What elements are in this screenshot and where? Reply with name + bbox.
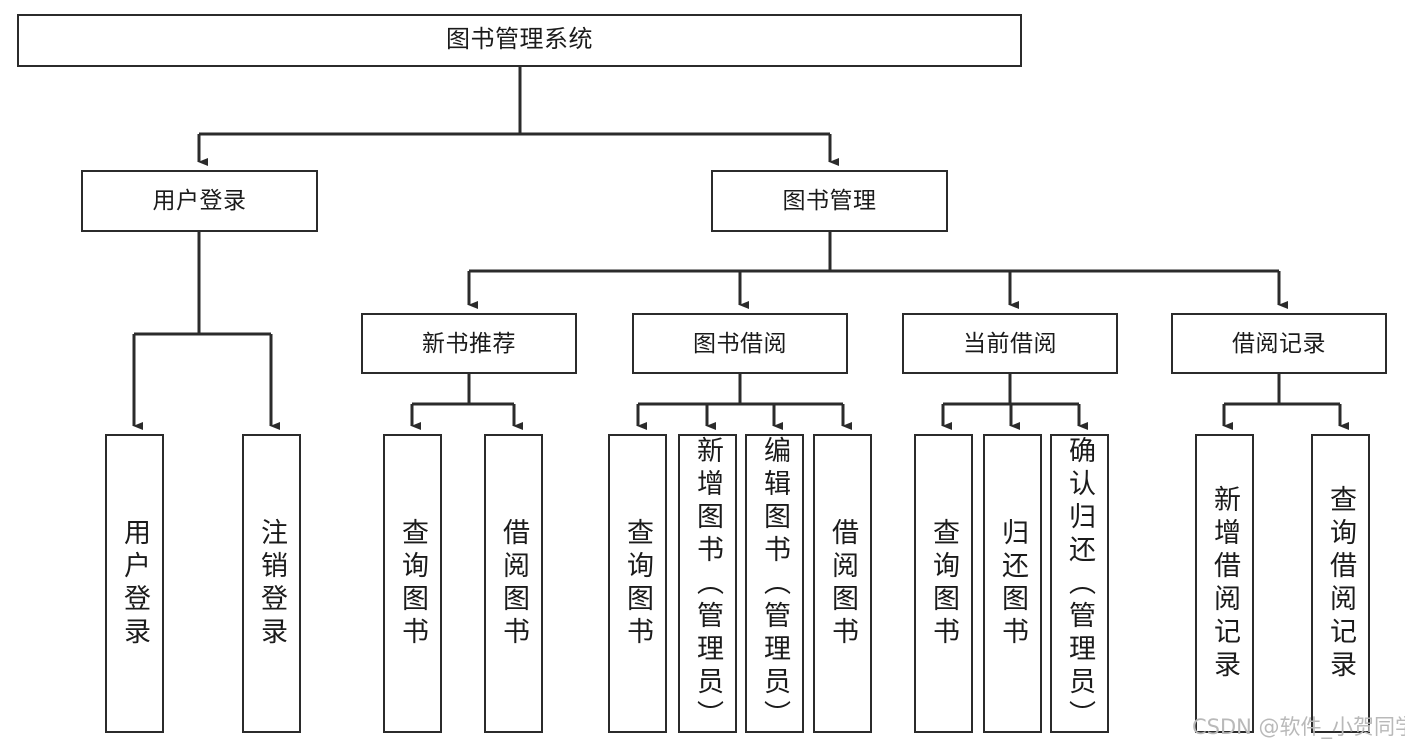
node-label: 查询图书 xyxy=(623,517,653,650)
node-root-system[interactable]: 图书管理系统 xyxy=(17,14,1022,67)
node-label: 用户登录 xyxy=(152,187,247,214)
node-label: 新书推荐 xyxy=(422,329,516,356)
node-label: 借阅记录 xyxy=(1232,329,1326,356)
node-leaf-edit-book-admin[interactable]: 编辑图书（管理员） xyxy=(745,434,804,733)
node-leaf-confirm-return-admin[interactable]: 确认归还（管理员） xyxy=(1050,434,1109,733)
node-leaf-query-book-c[interactable]: 查询图书 xyxy=(914,434,973,733)
node-leaf-return-book[interactable]: 归还图书 xyxy=(983,434,1042,733)
node-book-borrow[interactable]: 图书借阅 xyxy=(632,313,848,374)
node-label: 用户登录 xyxy=(120,517,150,650)
watermark-text: CSDN @软件_小贺同学 xyxy=(1192,715,1405,739)
node-label: 图书管理 xyxy=(782,187,877,214)
node-leaf-logout[interactable]: 注销登录 xyxy=(242,434,301,733)
node-leaf-borrow-book-b[interactable]: 借阅图书 xyxy=(813,434,872,733)
node-leaf-add-book-admin[interactable]: 新增图书（管理员） xyxy=(678,434,737,733)
node-user-login[interactable]: 用户登录 xyxy=(81,170,318,232)
node-leaf-query-book-b[interactable]: 查询图书 xyxy=(608,434,667,733)
node-leaf-borrow-book-a[interactable]: 借阅图书 xyxy=(484,434,543,733)
node-borrow-record[interactable]: 借阅记录 xyxy=(1171,313,1387,374)
node-leaf-query-book-a[interactable]: 查询图书 xyxy=(383,434,442,733)
node-book-management[interactable]: 图书管理 xyxy=(711,170,948,232)
node-label: 归还图书 xyxy=(998,517,1028,650)
node-label: 查询借阅记录 xyxy=(1326,484,1356,683)
node-current-borrow[interactable]: 当前借阅 xyxy=(902,313,1118,374)
node-leaf-query-borrow-record[interactable]: 查询借阅记录 xyxy=(1311,434,1370,733)
node-label: 当前借阅 xyxy=(963,329,1057,356)
node-label: 注销登录 xyxy=(257,517,287,650)
node-leaf-user-login[interactable]: 用户登录 xyxy=(105,434,164,733)
node-label: 图书管理系统 xyxy=(446,26,593,54)
node-label: 查询图书 xyxy=(929,517,959,650)
node-label: 图书借阅 xyxy=(693,329,787,356)
node-label: 新增图书（管理员） xyxy=(693,436,723,733)
node-label: 确认归还（管理员） xyxy=(1065,436,1095,733)
node-label: 查询图书 xyxy=(398,517,428,650)
node-label: 新增借阅记录 xyxy=(1210,484,1240,683)
node-label: 编辑图书（管理员） xyxy=(760,436,790,733)
node-new-book-recommendation[interactable]: 新书推荐 xyxy=(361,313,577,374)
node-leaf-add-borrow-record[interactable]: 新增借阅记录 xyxy=(1195,434,1254,733)
node-label: 借阅图书 xyxy=(828,517,858,650)
node-label: 借阅图书 xyxy=(499,517,529,650)
